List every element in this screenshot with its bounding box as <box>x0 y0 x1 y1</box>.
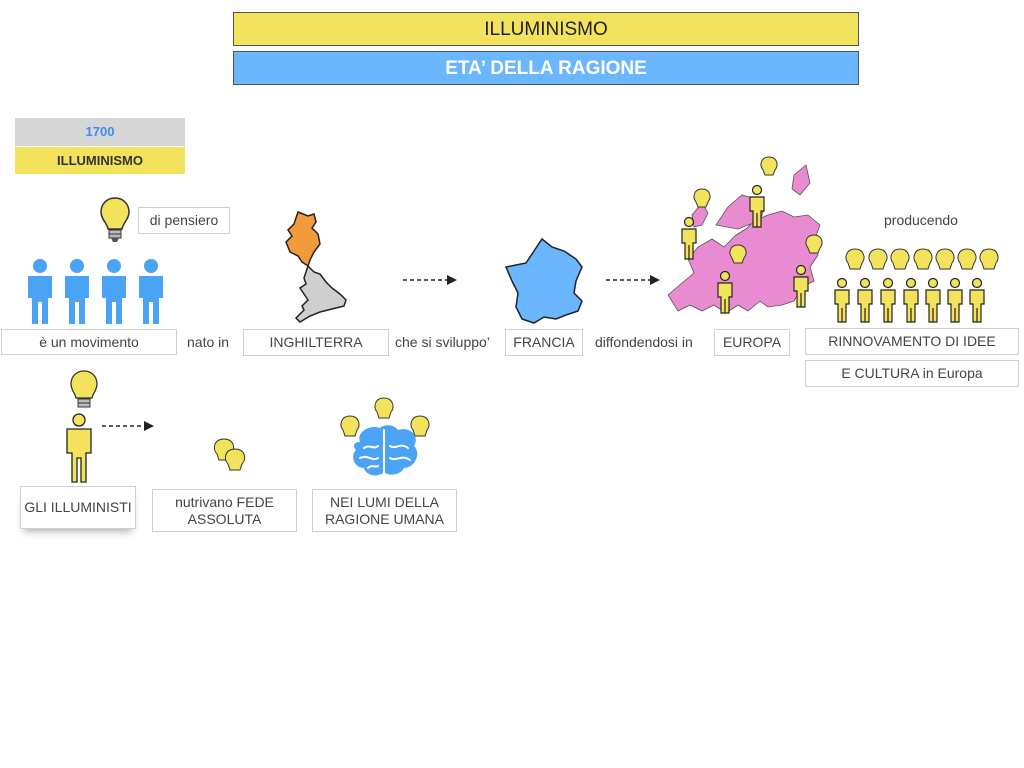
people-group-icon <box>28 259 163 324</box>
fede-box: nutrivano FEDE ASSOLUTA <box>152 489 297 532</box>
brain-with-lightbulbs-icon <box>340 397 430 476</box>
arrow-icon <box>403 275 457 285</box>
subtitle-banner: ETA’ DELLA RAGIONE <box>233 51 859 85</box>
illuministi-box: GLI ILLUMINISTI <box>20 486 136 529</box>
che-si-sviluppo-label: che si sviluppo’ <box>395 334 490 350</box>
diffondendosi-in-label: diffondendosi in <box>595 334 693 350</box>
producendo-label: producendo <box>884 212 958 228</box>
inghilterra-box: INGHILTERRA <box>243 329 389 356</box>
arrow-icon <box>606 275 660 285</box>
europa-box: EUROPA <box>714 329 790 356</box>
lightbulbs-icon <box>213 438 246 471</box>
arrow-icon <box>102 421 154 431</box>
nato-in-label: nato in <box>187 334 230 350</box>
movimento-box: è un movimento <box>1 329 177 355</box>
cultura-box: E CULTURA in Europa <box>805 360 1019 387</box>
europe-map-icon <box>667 156 823 314</box>
rinnovamento-box: RINNOVAMENTO DI IDEE <box>805 328 1019 355</box>
title-banner: ILLUMINISMO <box>233 12 859 46</box>
period-label: ILLUMINISMO <box>15 147 185 174</box>
di-pensiero-box: di pensiero <box>138 207 230 234</box>
year-label: 1700 <box>15 118 185 146</box>
francia-box: FRANCIA <box>505 329 583 356</box>
crowd-with-lightbulbs-icon <box>834 248 999 323</box>
great-britain-map-icon <box>285 211 347 323</box>
lumi-box: NEI LUMI DELLA RAGIONE UMANA <box>312 489 457 532</box>
illuminista-figure-icon <box>66 370 98 483</box>
lightbulb-icon <box>100 197 130 242</box>
france-map-icon <box>504 237 583 324</box>
